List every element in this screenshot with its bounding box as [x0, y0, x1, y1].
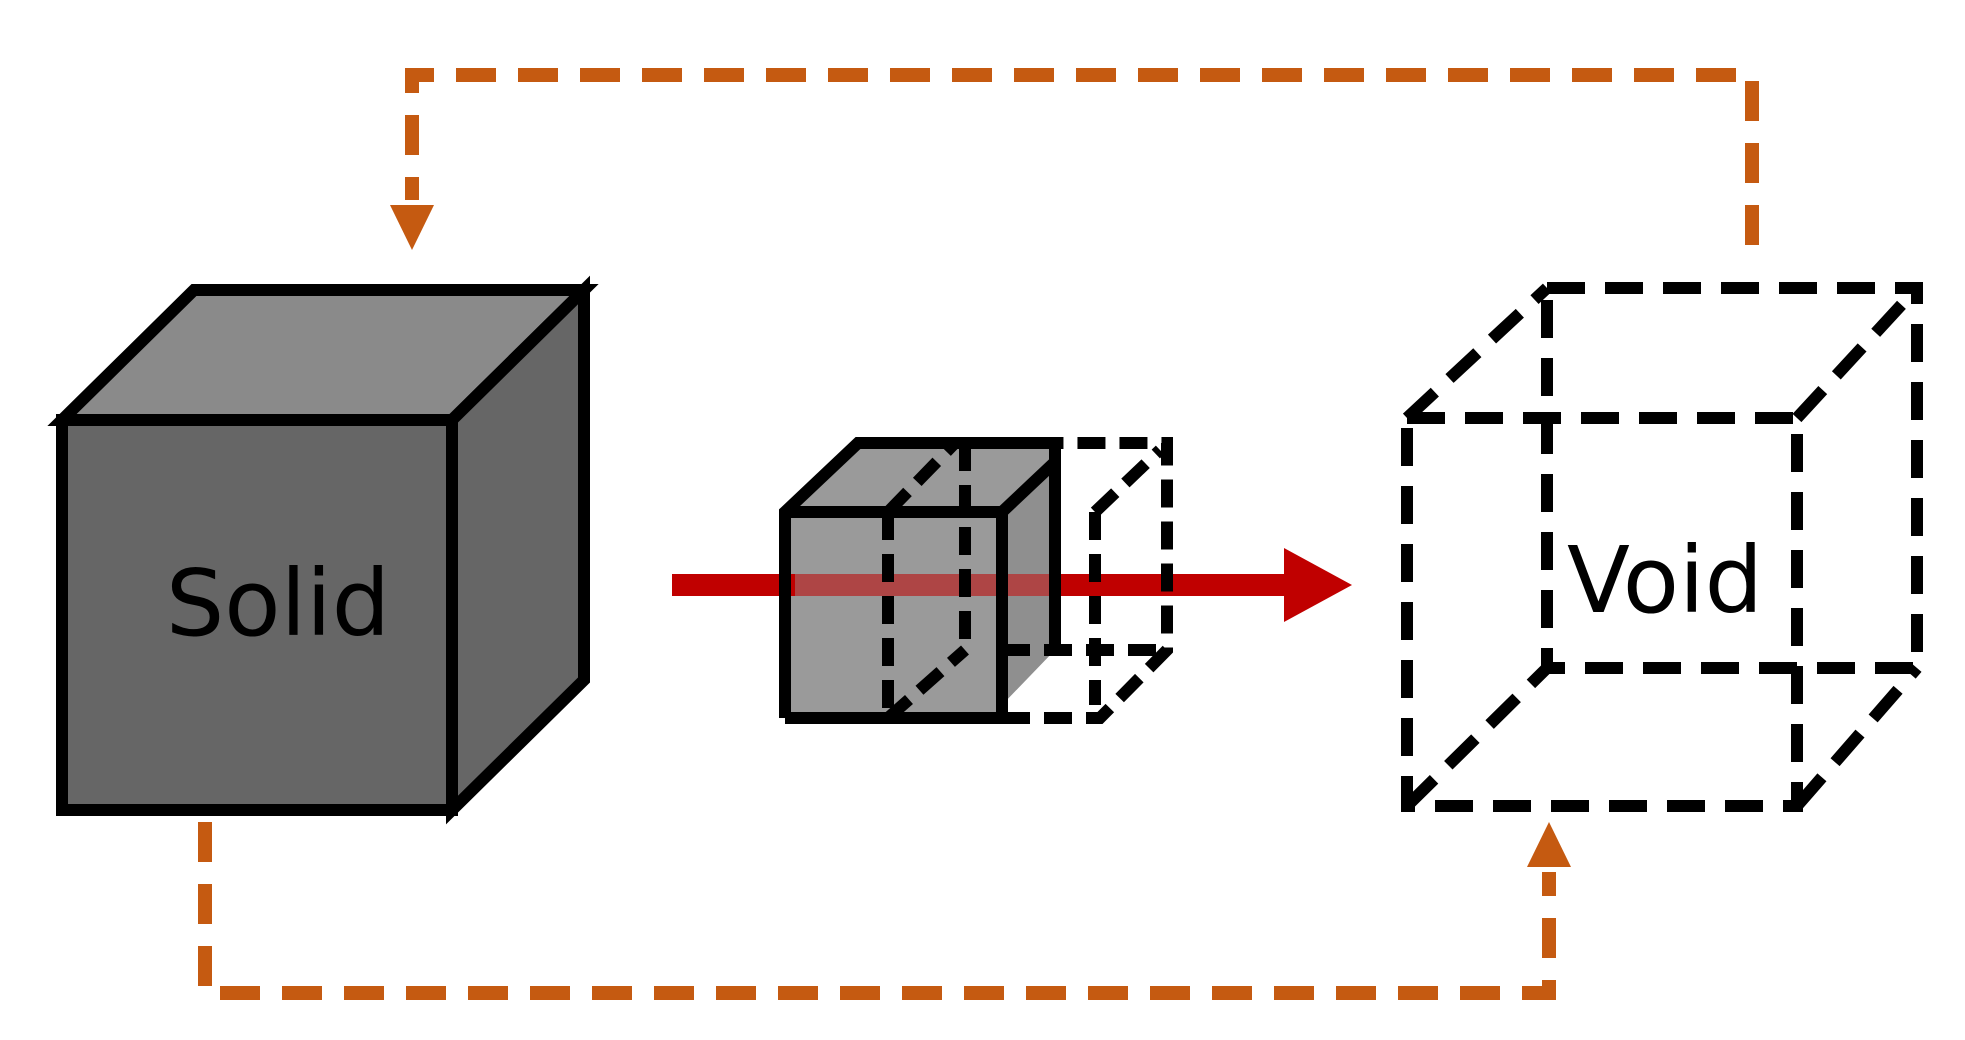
- cycle-arrow-solid-to-void: [198, 822, 1571, 1000]
- transition-dashed-bottom-diagonal: [884, 645, 969, 723]
- void-cube-edge-top-right: [1792, 283, 1922, 423]
- void-cube-edge-bottom-right: [1792, 664, 1922, 810]
- feedback-arrow-void-to-solid: [390, 68, 1759, 250]
- feedback-arrow-top-head: [390, 205, 434, 250]
- cycle-arrow-bottom-line: [198, 822, 1556, 1000]
- transition-arrow-head: [1284, 548, 1352, 622]
- partially-dissolving-cube-icon: [672, 437, 1352, 724]
- transition-cube-overlay: [795, 574, 1055, 596]
- transition-cube-depth-edge: [997, 457, 1060, 517]
- transition-dashed-top-diagonal-2: [1090, 445, 1165, 517]
- solid-label: Solid: [166, 550, 390, 657]
- void-cube-front-face: [1401, 412, 1803, 812]
- void-cube-edge-top-left: [1402, 283, 1552, 423]
- void-label: Void: [1567, 527, 1763, 634]
- transition-dashed-front: [1002, 437, 1173, 724]
- transition-dashed-top-diagonal-1: [883, 438, 960, 517]
- transition-cube-solid-outline: [779, 437, 1055, 718]
- void-cube-back-face: [1541, 282, 1923, 674]
- cycle-arrow-bottom-head: [1527, 822, 1571, 867]
- solid-cube-icon: Solid: [47, 275, 599, 825]
- feedback-arrow-top-line: [405, 68, 1759, 245]
- void-cube-edge-bottom-left: [1402, 663, 1552, 811]
- transition-cube-dashed-outline: [882, 437, 1173, 724]
- wireframe-void-cube-icon: [1401, 282, 1923, 812]
- solid-cube-front-face: [56, 414, 458, 816]
